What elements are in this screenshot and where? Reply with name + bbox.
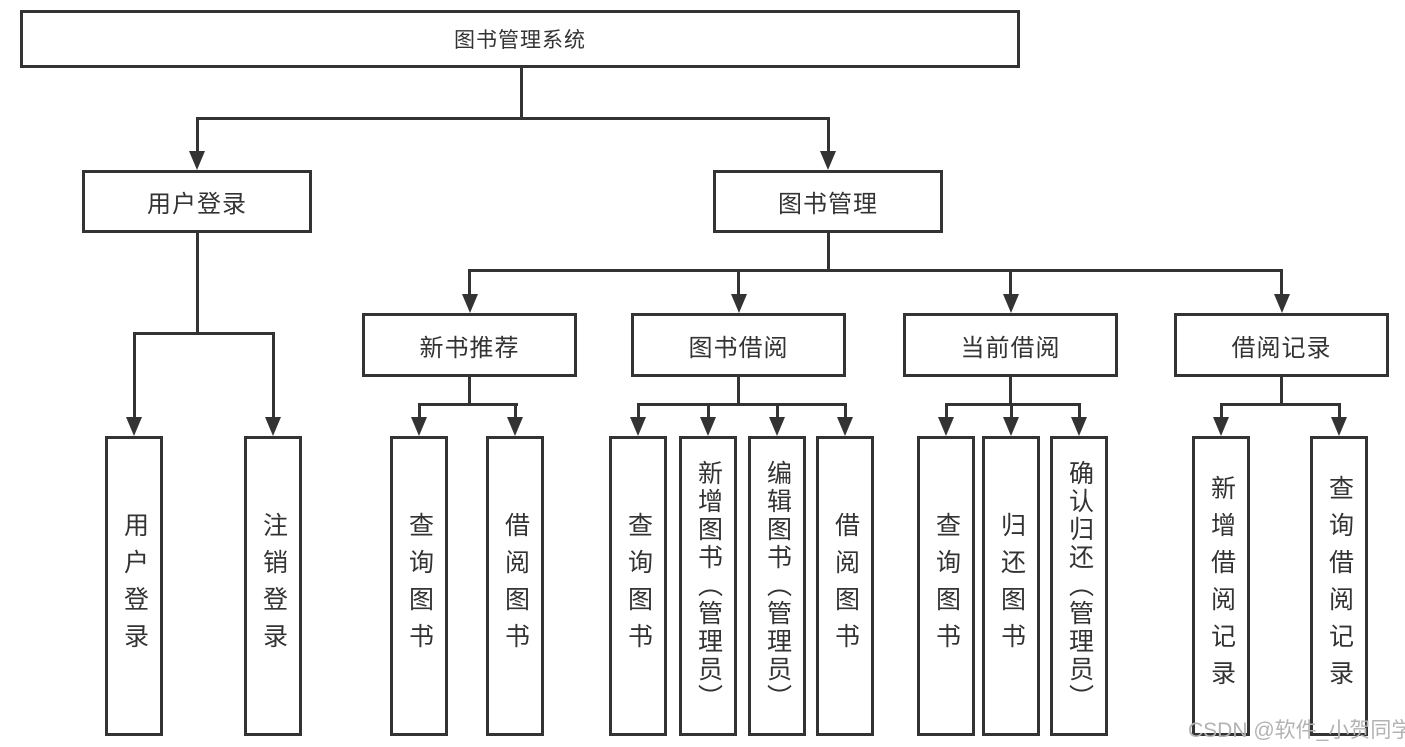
connector-records-vline <box>1280 377 1283 405</box>
leaf-query-books-borrowing: 查询图书 <box>609 436 667 736</box>
arrow-down-icon <box>265 417 281 436</box>
leaf-query-books-current: 查询图书 <box>917 436 975 736</box>
connector-drop <box>1280 269 1283 296</box>
leaf-confirm-return-admin: 确认归还（管理员） <box>1050 436 1108 736</box>
node-book-management: 图书管理 <box>713 170 943 233</box>
arrow-down-icon <box>630 417 646 436</box>
connector-userlogin-hline <box>133 332 275 335</box>
leaf-edit-books-admin: 编辑图书（管理员） <box>748 436 806 736</box>
arrow-down-icon <box>700 417 716 436</box>
connector-current-hline <box>945 403 1081 406</box>
leaf-borrow-books-recommend: 借阅图书 <box>486 436 544 736</box>
connector-drop <box>707 403 710 418</box>
arrow-down-icon <box>1274 294 1290 313</box>
connector-drop <box>945 403 948 418</box>
node-book-borrowing: 图书借阅 <box>631 313 846 377</box>
connector-newbooks-hline <box>418 403 518 406</box>
arrow-down-icon <box>462 294 478 313</box>
arrow-down-icon <box>820 151 836 170</box>
arrow-down-icon <box>189 151 205 170</box>
connector-drop <box>514 403 517 418</box>
leaf-add-borrow-record: 新增借阅记录 <box>1192 436 1250 736</box>
connector-root-vline <box>520 68 523 120</box>
connector-newbooks-vline <box>468 377 471 405</box>
leaf-logout: 注销登录 <box>244 436 302 736</box>
node-current-borrowing: 当前借阅 <box>903 313 1118 377</box>
node-borrow-records: 借阅记录 <box>1174 313 1389 377</box>
connector-root-hline <box>196 117 830 120</box>
connector-drop <box>418 403 421 418</box>
connector-records-hline <box>1220 403 1341 406</box>
node-new-book-recommend: 新书推荐 <box>362 313 577 377</box>
connector-drop-book-mgmt <box>827 117 830 153</box>
connector-drop <box>1338 403 1341 418</box>
arrow-down-icon <box>1003 417 1019 436</box>
connector-drop <box>776 403 779 418</box>
connector-drop <box>133 332 136 417</box>
arrow-down-icon <box>1071 417 1087 436</box>
watermark: CSDN @软件_小贺同学 <box>1188 719 1405 742</box>
node-user-login: 用户登录 <box>82 170 312 233</box>
leaf-user-login: 用户登录 <box>105 436 163 736</box>
arrow-down-icon <box>938 417 954 436</box>
arrow-down-icon <box>411 417 427 436</box>
leaf-query-borrow-record: 查询借阅记录 <box>1310 436 1368 736</box>
arrow-down-icon <box>1213 417 1229 436</box>
arrow-down-icon <box>507 417 523 436</box>
arrow-down-icon <box>731 294 747 313</box>
connector-drop <box>468 269 471 296</box>
arrow-down-icon <box>769 417 785 436</box>
leaf-return-books: 归还图书 <box>982 436 1040 736</box>
leaf-borrow-books: 借阅图书 <box>816 436 874 736</box>
connector-bookmgmt-vline <box>827 233 830 272</box>
connector-drop <box>737 269 740 296</box>
connector-drop <box>1009 269 1012 296</box>
arrow-down-icon <box>837 417 853 436</box>
connector-drop <box>272 332 275 417</box>
leaf-add-books-admin: 新增图书（管理员） <box>679 436 737 736</box>
arrow-down-icon <box>1331 417 1347 436</box>
connector-drop <box>844 403 847 418</box>
connector-current-vline <box>1009 377 1012 405</box>
connector-borrowing-vline <box>737 377 740 405</box>
node-root: 图书管理系统 <box>20 10 1020 68</box>
connector-userlogin-vline <box>196 233 199 334</box>
connector-drop-user-login <box>196 117 199 153</box>
connector-drop <box>1220 403 1223 418</box>
connector-drop <box>1078 403 1081 418</box>
arrow-down-icon <box>1003 294 1019 313</box>
leaf-query-books-recommend: 查询图书 <box>390 436 448 736</box>
connector-borrowing-hline <box>637 403 847 406</box>
connector-drop <box>1010 403 1013 418</box>
arrow-down-icon <box>126 417 142 436</box>
connector-bookmgmt-hline <box>468 269 1283 272</box>
connector-drop <box>637 403 640 418</box>
